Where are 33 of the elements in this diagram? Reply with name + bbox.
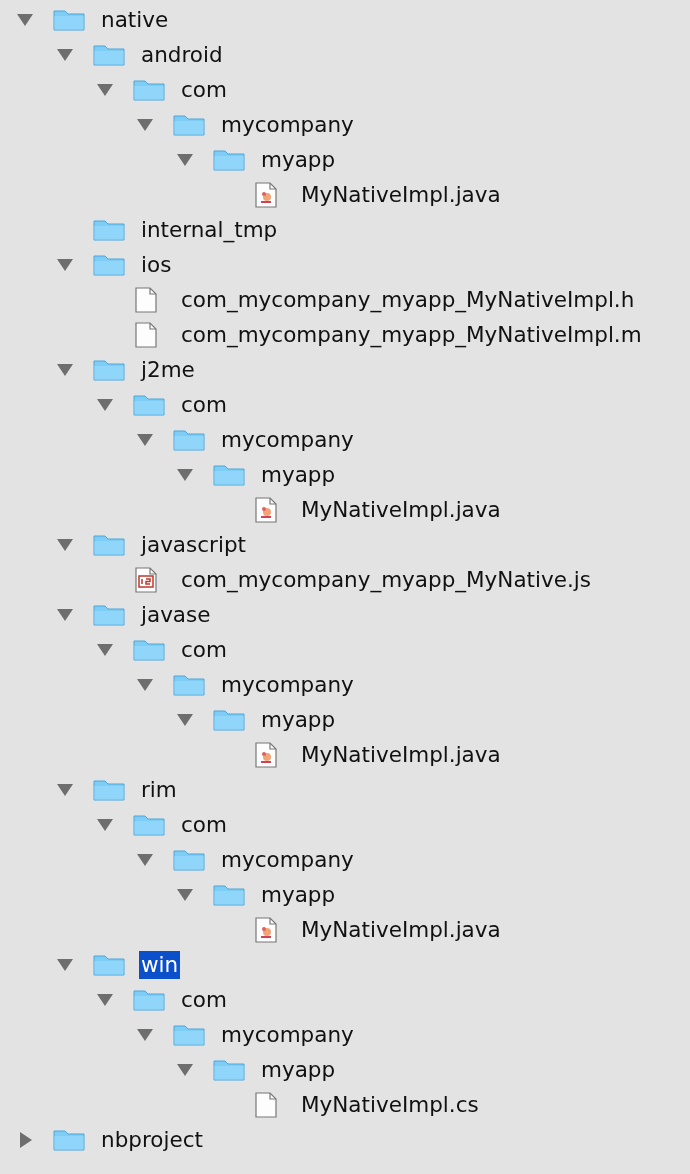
folder-name: nbproject xyxy=(100,1126,204,1154)
file-name: MyNativeImpl.java xyxy=(300,496,502,524)
folder-name: com xyxy=(180,986,228,1014)
folder-name: ios xyxy=(140,251,173,279)
folder-name: mycompany xyxy=(220,846,355,874)
folder-name: win xyxy=(139,951,181,979)
folder-name: myapp xyxy=(260,1056,337,1084)
folder-name: com xyxy=(180,391,228,419)
file-name: com_mycompany_myapp_MyNative.js xyxy=(180,566,592,594)
folder-name: j2me xyxy=(139,356,196,384)
file-name: MyNativeImpl.cs xyxy=(300,1091,480,1119)
file-name: MyNativeImpl.java xyxy=(300,916,502,944)
folder-name: myapp xyxy=(260,706,337,734)
folder-name: mycompany xyxy=(220,426,355,454)
file-name: MyNativeImpl.java xyxy=(300,741,502,769)
folder-name: javase xyxy=(139,601,212,629)
folder-name: rim xyxy=(140,776,178,804)
folder-name: com xyxy=(180,636,228,664)
folder-name: internal_tmp xyxy=(140,216,279,244)
folder-name: mycompany xyxy=(220,1021,355,1049)
folder-name: native xyxy=(100,6,170,34)
folder-name: com xyxy=(180,76,228,104)
folder-name: myapp xyxy=(260,881,337,909)
folder-name: myapp xyxy=(260,461,337,489)
file-name: com_mycompany_myapp_MyNativeImpl.h xyxy=(180,286,636,314)
folder-name: javascript xyxy=(139,531,247,559)
folder-name: mycompany xyxy=(220,111,355,139)
folder-name: mycompany xyxy=(220,671,355,699)
folder-name: myapp xyxy=(260,146,337,174)
file-name: com_mycompany_myapp_MyNativeImpl.m xyxy=(180,321,643,349)
file-name: MyNativeImpl.java xyxy=(300,181,502,209)
folder-name: android xyxy=(140,41,224,69)
folder-name: com xyxy=(180,811,228,839)
